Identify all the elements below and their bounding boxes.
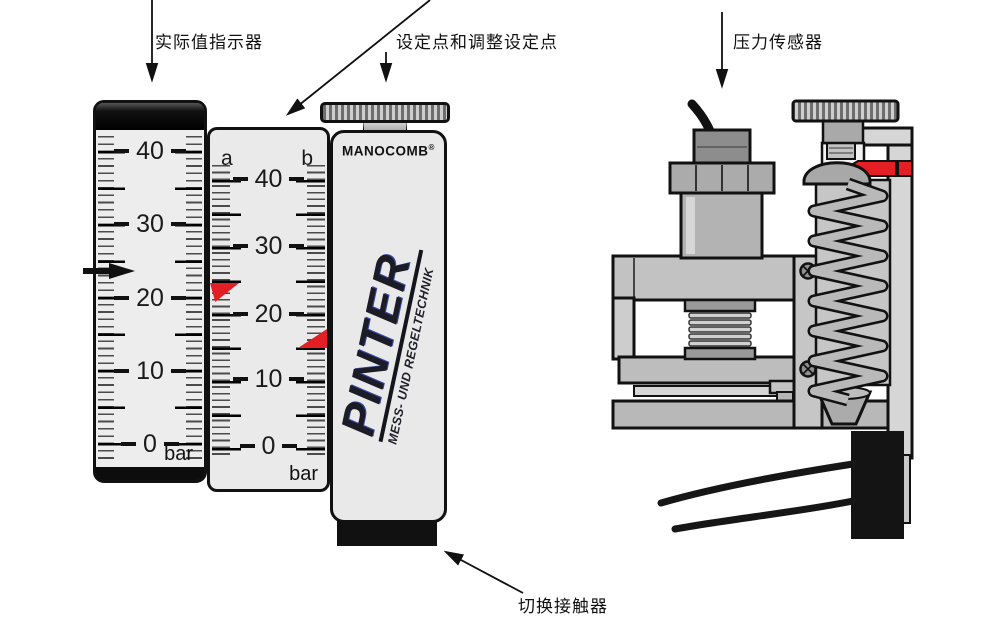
wire bbox=[671, 497, 857, 533]
pressure-sensor-assembly bbox=[611, 99, 914, 539]
spring-housing bbox=[814, 178, 892, 387]
coil-spring bbox=[807, 177, 889, 407]
label-actual-value-indicator: 实际值指示器 bbox=[155, 33, 263, 52]
sensor-cylinder bbox=[679, 191, 764, 260]
knob-stem bbox=[821, 119, 865, 145]
registered-mark: ® bbox=[428, 143, 435, 152]
sensor-cap bbox=[692, 128, 752, 165]
gauge-top-band bbox=[96, 103, 204, 130]
frame bbox=[611, 254, 906, 430]
wires bbox=[657, 460, 857, 533]
gauge-tick-0: 0 bbox=[96, 430, 204, 458]
red-indicator bbox=[844, 160, 913, 177]
label-switching-contactor: 切换接触器 bbox=[518, 597, 608, 616]
arrow-switching-contactor bbox=[443, 550, 524, 594]
wire bbox=[657, 460, 857, 507]
setpoint-column-a: a bbox=[221, 147, 233, 170]
actual-value-gauge: 40 30 20 10 0 bar bbox=[93, 100, 207, 483]
gauge-unit: bar bbox=[164, 443, 193, 465]
switch-body: MANOCOMB® PINTER MESS- UND REGELTECHNIK bbox=[330, 130, 447, 523]
maker-logo: PINTER MESS- UND REGELTECHNIK bbox=[330, 203, 444, 483]
setpoint-knob-right bbox=[791, 99, 900, 145]
spring-cone bbox=[815, 386, 873, 426]
bellows bbox=[683, 298, 757, 361]
gauge-tick-20: 20 bbox=[96, 284, 204, 312]
switch-block bbox=[851, 431, 904, 539]
label-setpoint: 设定点和调整设定点 bbox=[396, 33, 558, 52]
sensor-hex-nut bbox=[668, 161, 776, 195]
adjustment-knob bbox=[320, 102, 450, 123]
label-pressure-sensor: 压力传感器 bbox=[733, 33, 823, 52]
switching-contactor-base bbox=[337, 521, 437, 546]
knurled-knob bbox=[791, 99, 900, 123]
gauge-tick-40: 40 bbox=[96, 137, 204, 165]
actual-value-pointer bbox=[83, 263, 135, 279]
screw-icon bbox=[799, 262, 817, 280]
setpoint-tick-10: 10 bbox=[210, 365, 327, 393]
screw-icon bbox=[799, 360, 817, 378]
setpoint-tick-20: 20 bbox=[210, 300, 327, 328]
arrow-setpoint-scale bbox=[285, 0, 431, 116]
spring-cap bbox=[802, 161, 872, 186]
gauge-tick-10: 10 bbox=[96, 357, 204, 385]
spindle-yoke bbox=[820, 141, 866, 185]
brand-label: MANOCOMB® bbox=[342, 143, 435, 159]
setpoint-tick-0: 0 bbox=[210, 432, 327, 460]
frame-upright bbox=[792, 254, 824, 430]
gauge-bottom-band bbox=[96, 467, 204, 480]
bracket bbox=[824, 126, 914, 524]
sensor-cable bbox=[687, 99, 721, 153]
gauge-tick-30: 30 bbox=[96, 210, 204, 238]
setpoint-unit: bar bbox=[289, 463, 318, 485]
setpoint-column-b: b bbox=[301, 147, 313, 170]
pressure-sensor bbox=[668, 99, 776, 260]
setpoint-tick-40: 40 bbox=[210, 165, 327, 193]
setpoint-tick-30: 30 bbox=[210, 232, 327, 260]
setpoint-scale: a b 40 30 20 10 0 bar bbox=[207, 127, 330, 492]
